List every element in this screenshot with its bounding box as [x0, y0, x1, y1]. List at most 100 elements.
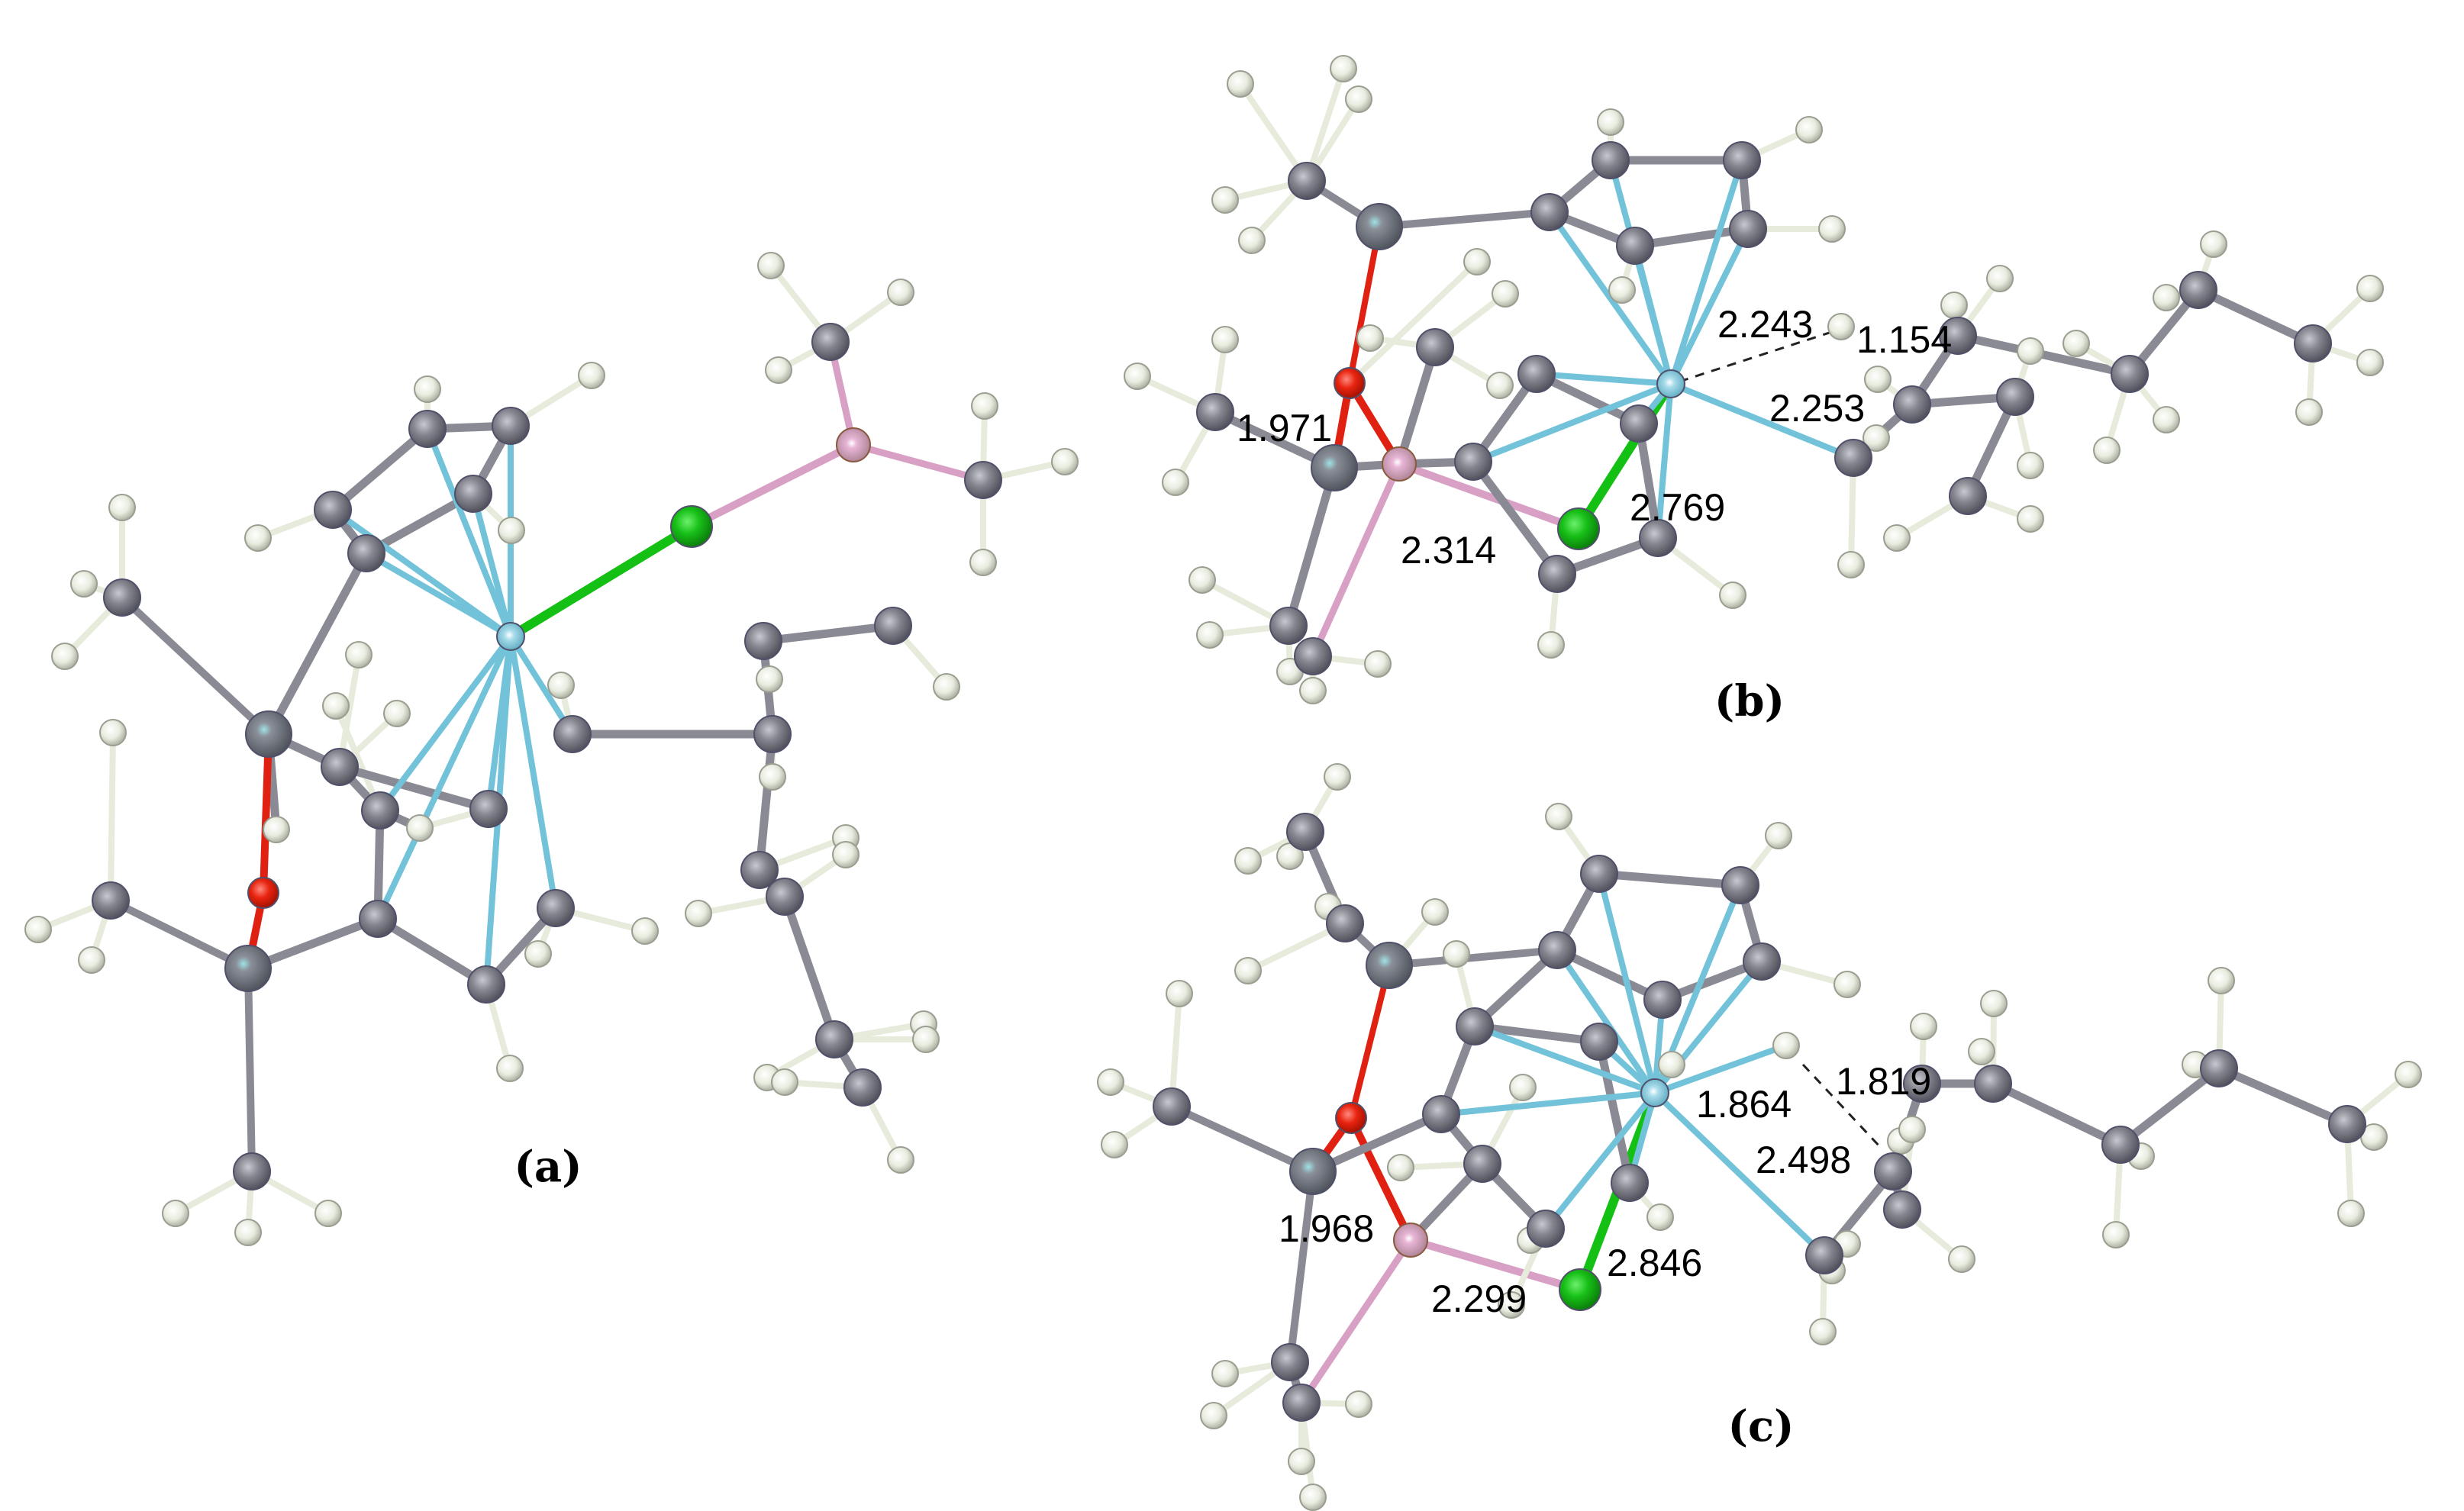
bond	[1595, 1037, 1634, 1187]
distance-label-h-c: 1.819	[1836, 1060, 1931, 1103]
silicon-atom	[224, 945, 272, 992]
hydrogen-atom	[1238, 227, 1266, 254]
carbon-atom	[553, 715, 592, 753]
carbon-atom	[1939, 317, 1977, 355]
hydrogen-atom	[1463, 248, 1491, 275]
hydrogen-atom	[1492, 280, 1519, 308]
carbon-atom	[1883, 1190, 1921, 1229]
bond	[1595, 869, 1745, 890]
hydrogen-atom	[1980, 990, 2008, 1017]
bond	[330, 507, 514, 640]
hydrogen-atom	[1356, 324, 1384, 352]
bond	[1470, 381, 1674, 465]
bond	[470, 491, 514, 640]
hydrogen-atom	[2017, 505, 2044, 533]
bond	[1348, 962, 1392, 1121]
chlorine-atom	[1559, 1268, 1601, 1311]
distance-label-si-o: 1.968	[1279, 1207, 1374, 1250]
bond	[373, 914, 491, 989]
bond	[759, 621, 898, 646]
panel-c-structure	[1097, 763, 2422, 1511]
carbon-atom	[964, 461, 1002, 499]
hydrogen-atom	[547, 672, 575, 699]
hydrogen-atom	[70, 570, 98, 598]
hydrogen-atom	[578, 362, 605, 389]
carbon-atom	[1288, 162, 1326, 200]
panel-b-structure	[1124, 55, 2384, 704]
hydrogen-atom	[1196, 621, 1224, 649]
carbon-atom	[1294, 637, 1332, 675]
hydrogen-atom	[1498, 1291, 1525, 1319]
bond	[1346, 224, 1382, 386]
carbon-atom	[2101, 1126, 2140, 1164]
carbon-atom	[1538, 555, 1576, 593]
hydrogen-atom	[1387, 1154, 1414, 1181]
bond	[1347, 1114, 1414, 1244]
hydrogen-atom	[2395, 1061, 2422, 1088]
hydrogen-atom	[1863, 424, 1890, 452]
hydrogen-atom	[1883, 524, 1911, 552]
bond	[1469, 457, 1562, 578]
carbon-atom	[1639, 519, 1677, 557]
distance-label-m-h: 1.864	[1696, 1083, 1792, 1126]
carbon-atom	[1454, 443, 1492, 481]
silicon-atom	[1311, 444, 1358, 491]
hydrogen-atom	[757, 252, 785, 279]
carbon-atom	[1422, 1095, 1460, 1133]
bond	[1668, 226, 1751, 387]
hydrogen-atom	[1837, 551, 1865, 578]
hydrogen-atom	[1051, 448, 1079, 475]
carbon-atom	[2200, 1049, 2238, 1087]
carbon-atom	[1271, 1343, 1309, 1381]
silicon-atom	[245, 710, 292, 758]
hydrogen-atom	[765, 356, 792, 384]
hydrogen-atom	[1101, 1131, 1128, 1158]
carbon-atom	[1463, 1145, 1501, 1183]
hydrogen-atom	[1211, 1360, 1239, 1387]
hydrogen-atom	[263, 816, 290, 843]
hydrogen-atom	[78, 946, 105, 974]
bond	[1376, 208, 1553, 230]
carbon-atom	[740, 851, 779, 889]
bond	[2194, 285, 2317, 348]
bond	[1652, 1090, 1827, 1258]
hydrogen-atom	[1898, 1116, 1926, 1143]
hydrogen-atom	[771, 1068, 798, 1096]
carbon-atom	[454, 475, 492, 513]
bond	[1553, 946, 1667, 1004]
carbon-atom	[1527, 1210, 1565, 1248]
carbon-atom	[1903, 1065, 1941, 1103]
carbon-atom	[1269, 607, 1308, 645]
carbon-atom	[1616, 227, 1654, 265]
hydrogen-atom	[1234, 957, 1262, 984]
bond	[1472, 1023, 1658, 1096]
hydrogen-atom	[1188, 566, 1216, 594]
carbon-atom	[467, 965, 505, 1004]
bond	[424, 426, 514, 640]
hydrogen-atom	[1324, 763, 1351, 791]
metal-atom	[1656, 369, 1685, 398]
bond	[780, 892, 839, 1044]
hydrogen-atom	[1968, 1038, 1995, 1065]
bond	[1309, 460, 1403, 660]
chlorine-atom	[1557, 507, 1600, 550]
bond	[1385, 946, 1561, 969]
hydrogen-atom	[2017, 337, 2044, 365]
hydrogen-atom	[1818, 215, 1846, 243]
hydrogen-atom	[414, 375, 441, 403]
bond	[1668, 381, 1856, 461]
bond	[363, 550, 514, 640]
hydrogen-atom	[1227, 70, 1254, 98]
hydrogen-atom	[887, 279, 914, 306]
carbon-atom	[2294, 324, 2332, 362]
hydrogen-atom	[383, 700, 411, 727]
hydrogen-atom	[1211, 326, 1239, 353]
bond	[375, 633, 514, 922]
bond	[1546, 209, 1674, 387]
hydrogen-atom	[1330, 55, 1357, 82]
carbon-atom	[1721, 866, 1759, 904]
hydrogen-atom	[756, 665, 783, 693]
carbon-atom	[233, 1152, 271, 1190]
bond	[1395, 343, 1440, 469]
